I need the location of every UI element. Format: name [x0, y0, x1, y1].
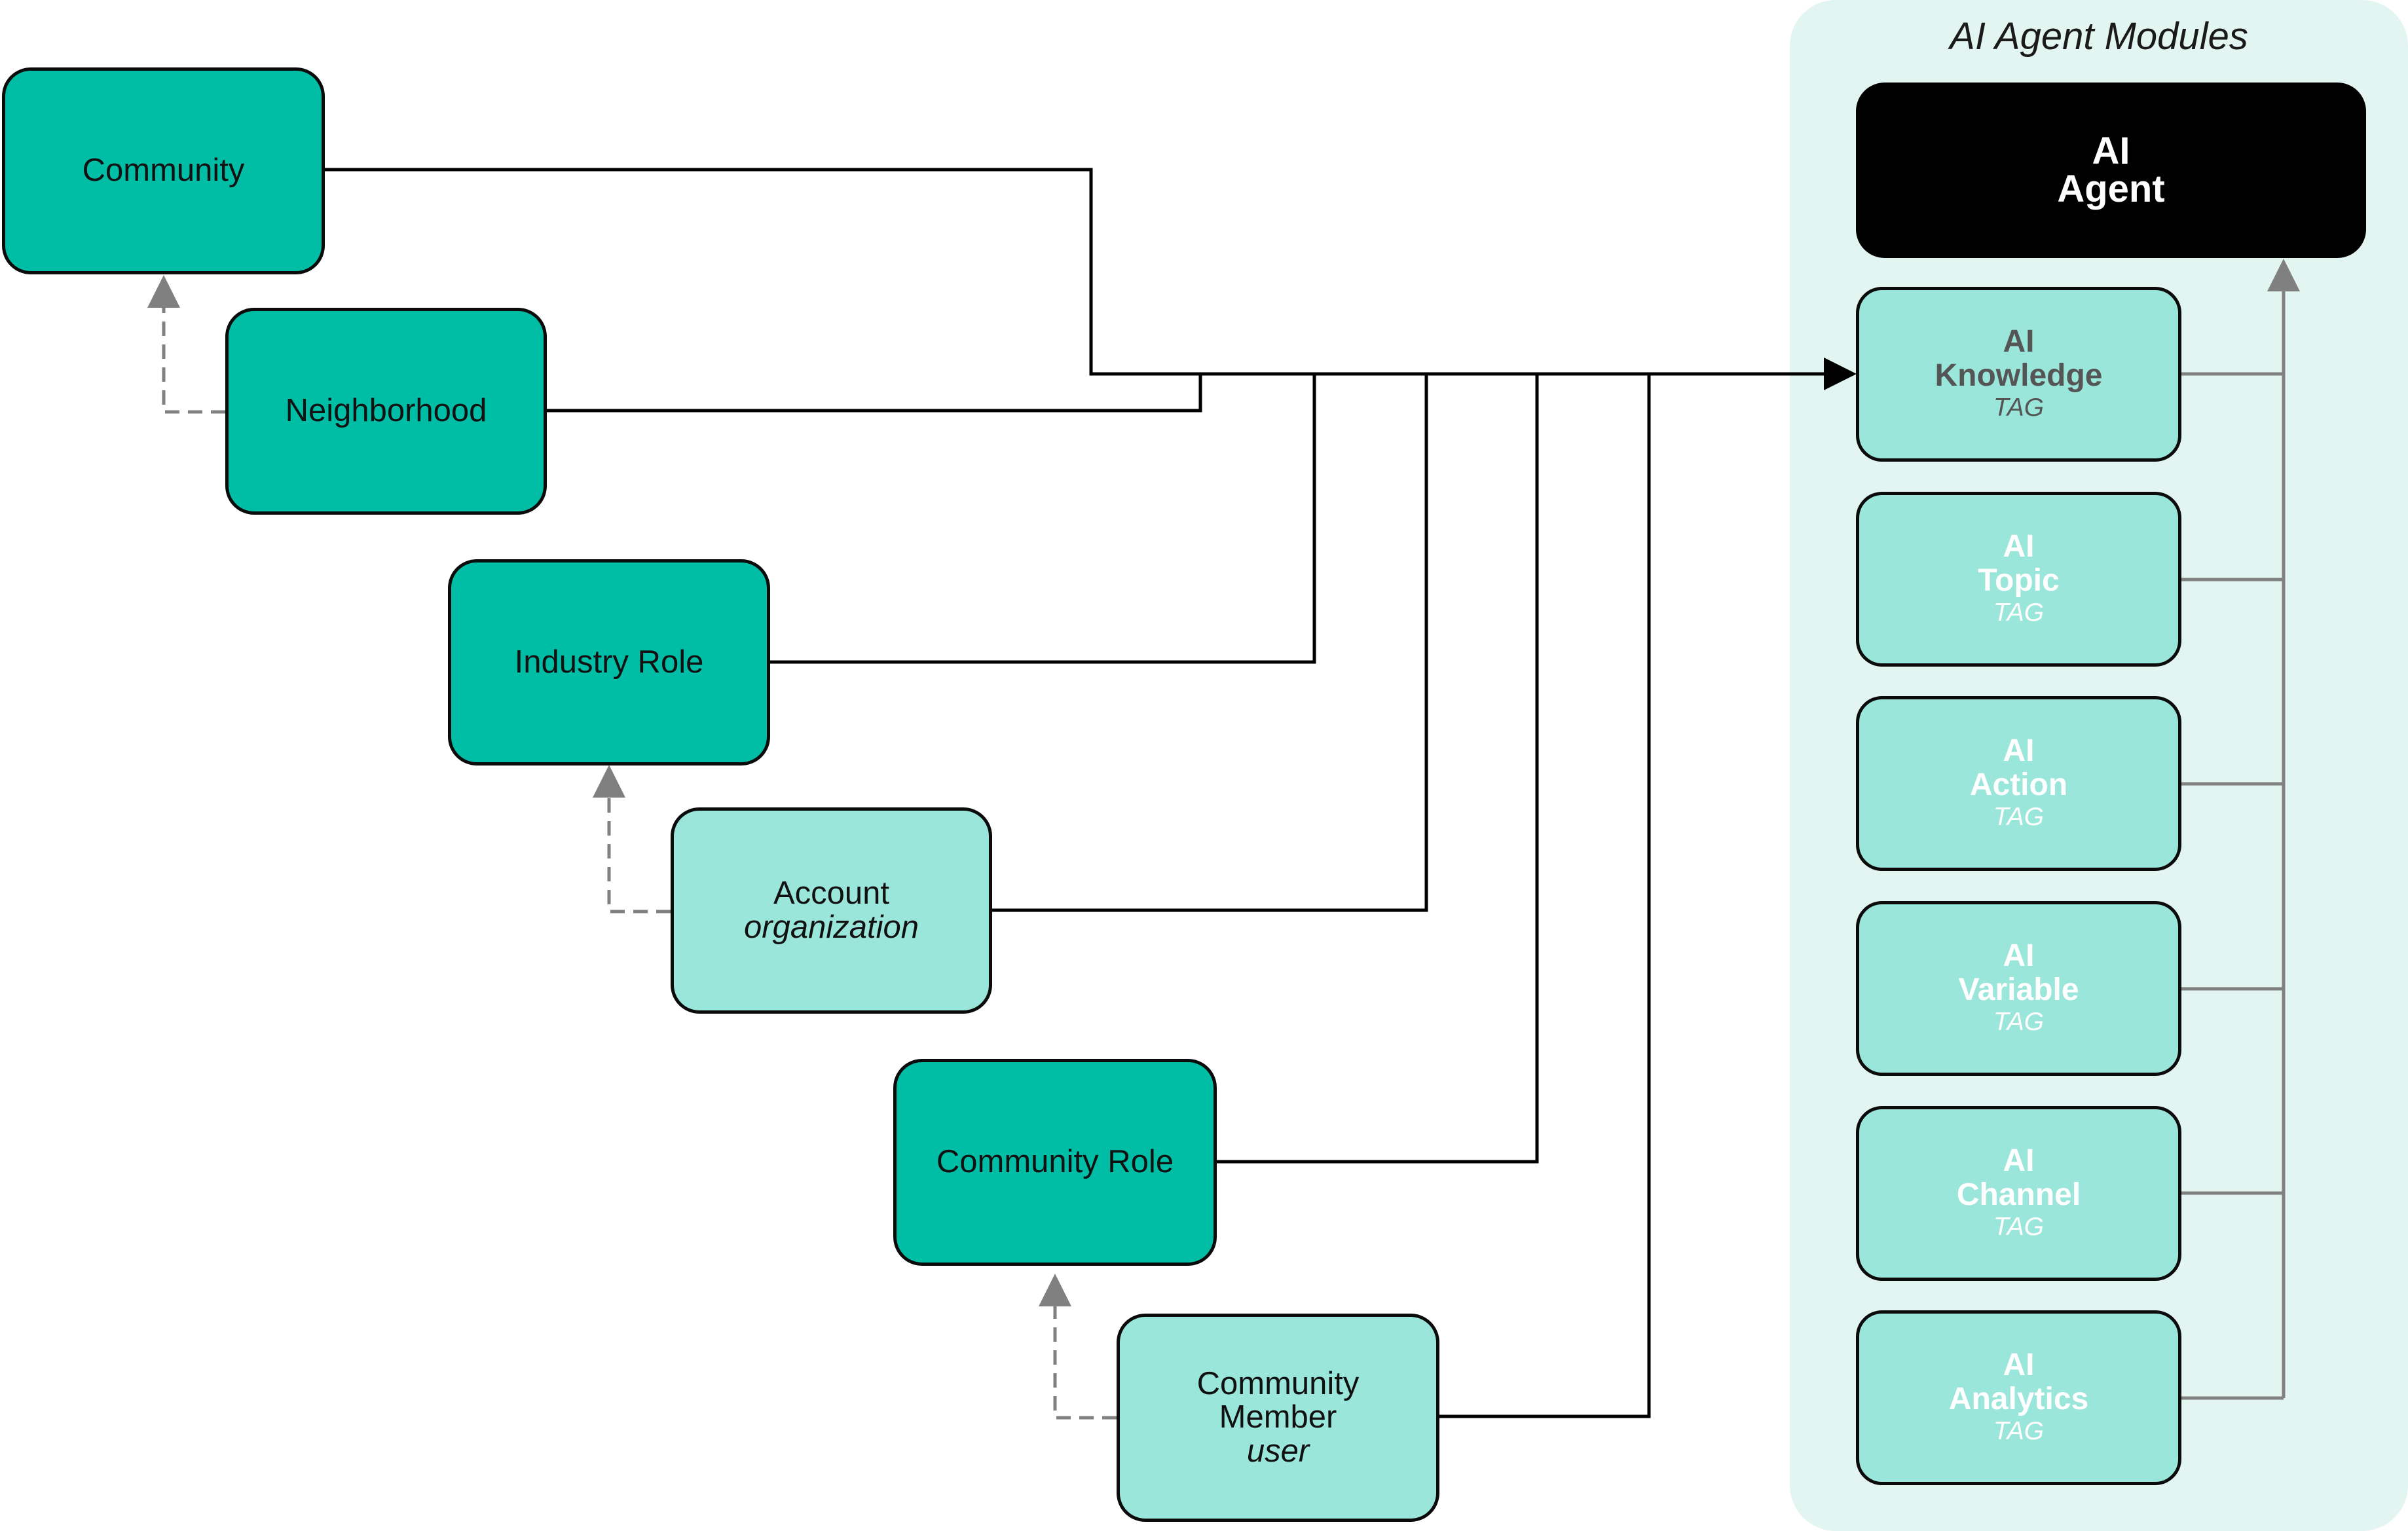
inherit-arrow-neighborhood	[147, 275, 225, 414]
connector-community-role	[1217, 374, 1539, 1164]
industry-role-node: Industry Role	[448, 559, 770, 766]
connector-community-member	[1439, 374, 1651, 1418]
ai-agent-box: AI Agent	[1856, 83, 2366, 258]
module-name: Variable	[1958, 972, 2079, 1008]
module-prefix: AI	[2003, 733, 2035, 769]
module-tag: TAG	[1993, 1007, 2045, 1036]
community-member-sublabel: user	[1246, 1433, 1310, 1469]
module-tag: TAG	[1993, 1416, 2045, 1445]
module-prefix: AI	[2003, 529, 2035, 564]
module-topic: AI Topic TAG	[1856, 492, 2181, 667]
module-action: AI Action TAG	[1856, 696, 2181, 871]
community-label: Community	[82, 153, 245, 189]
account-node: Account organization	[671, 807, 992, 1014]
community-role-node: Community Role	[893, 1059, 1217, 1266]
connector-account	[992, 374, 1428, 912]
neighborhood-node: Neighborhood	[225, 308, 547, 515]
module-prefix: AI	[2003, 1143, 2035, 1179]
module-name: Action	[1969, 767, 2068, 803]
connector-community	[325, 168, 1857, 390]
module-analytics: AI Analytics TAG	[1856, 1310, 2181, 1485]
community-member-label-line1: Community	[1196, 1365, 1360, 1401]
connector-neighborhood	[547, 374, 1202, 413]
module-tag: TAG	[1993, 802, 2045, 831]
panel-title: AI Agent Modules	[1950, 15, 2248, 58]
ai-agent-line1: AI	[2092, 130, 2130, 172]
module-variable: AI Variable TAG	[1856, 901, 2181, 1076]
community-member-label-line2: Member	[1219, 1399, 1337, 1435]
account-label: Account	[773, 876, 890, 912]
module-name: Topic	[1978, 563, 2060, 599]
module-knowledge: AI Knowledge TAG	[1856, 287, 2181, 462]
module-name: Knowledge	[1935, 358, 2103, 394]
connector-industry-role	[770, 374, 1316, 664]
module-tag: TAG	[1993, 393, 2045, 422]
module-tag: TAG	[1993, 598, 2045, 627]
community-role-label: Community Role	[936, 1144, 1174, 1180]
module-name: Channel	[1956, 1177, 2081, 1213]
account-sublabel: organization	[744, 909, 919, 945]
ai-agent-line2: Agent	[2057, 168, 2165, 210]
community-node: Community	[2, 67, 325, 274]
module-name: Analytics	[1948, 1382, 2089, 1417]
inherit-arrow-community-member	[1039, 1274, 1117, 1420]
neighborhood-label: Neighborhood	[285, 393, 487, 429]
community-member-node: Community Member user	[1117, 1314, 1439, 1522]
module-prefix: AI	[2003, 938, 2035, 974]
module-prefix: AI	[2003, 324, 2035, 360]
module-channel: AI Channel TAG	[1856, 1106, 2181, 1281]
industry-role-label: Industry Role	[514, 644, 704, 680]
module-prefix: AI	[2003, 1348, 2035, 1383]
inherit-arrow-account	[593, 765, 671, 913]
module-tag: TAG	[1993, 1212, 2045, 1241]
